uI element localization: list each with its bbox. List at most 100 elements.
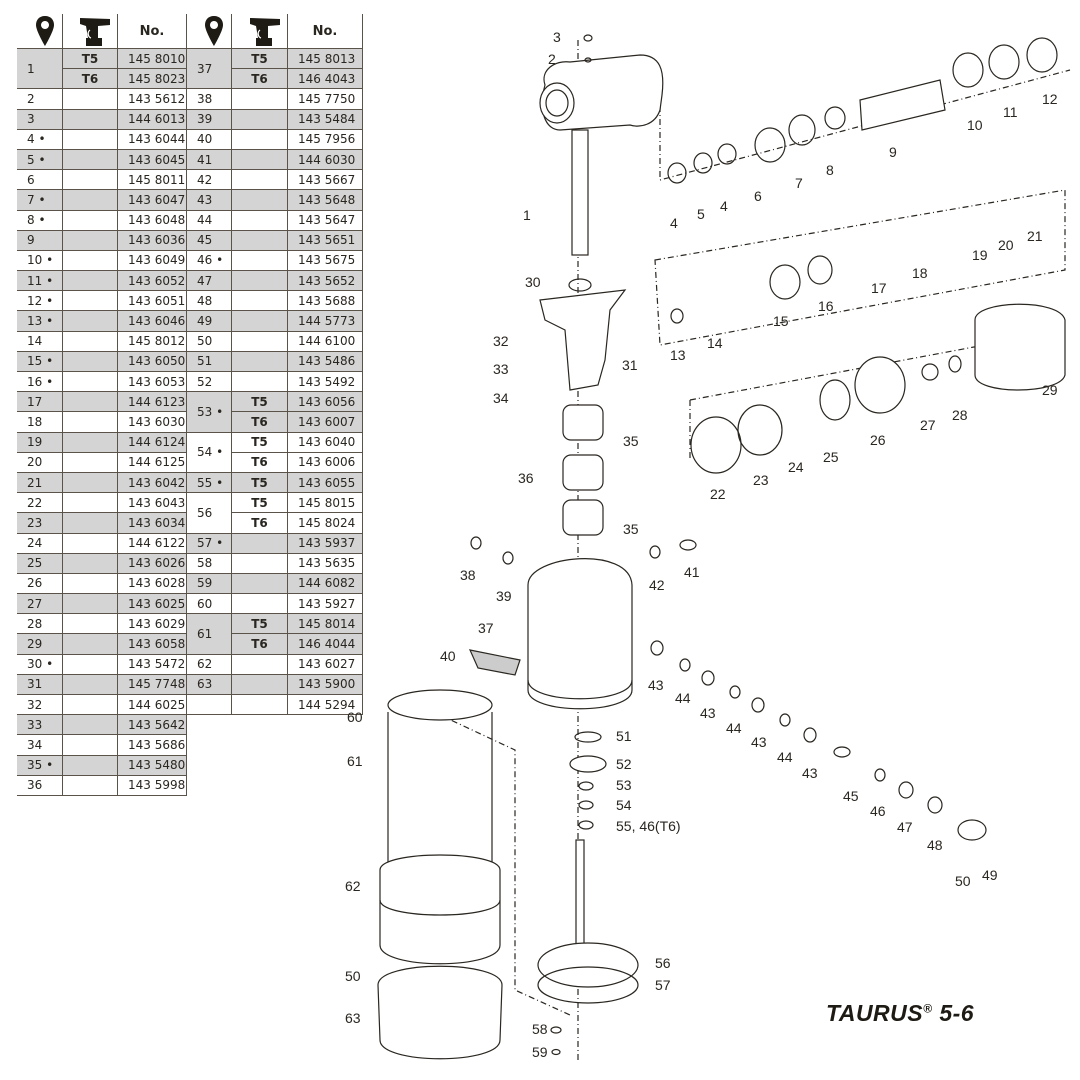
- tool-variant-cell: [62, 714, 118, 736]
- callout-label: 47: [897, 819, 913, 835]
- callout-label: 27: [920, 417, 936, 433]
- part-number-cell: 143 5927: [287, 593, 363, 615]
- position-cell: 10 •: [17, 249, 63, 272]
- tool-variant-cell: T5: [231, 613, 288, 635]
- tool-variant-cell: [62, 451, 118, 473]
- tool-variant-cell: [62, 653, 118, 675]
- position-cell: 6: [17, 169, 63, 191]
- part-number-cell: 143 5688: [287, 290, 363, 312]
- empty-cell: [288, 715, 363, 735]
- part-number-cell: 143 6029: [117, 613, 187, 635]
- tool-variant-cell: [231, 189, 288, 211]
- tool-variant-cell: T6: [231, 68, 288, 90]
- position-cell: 3: [17, 108, 63, 130]
- part-number-cell: 144 6030: [287, 148, 363, 171]
- tool-variant-cell: [62, 633, 118, 655]
- part-number-cell: 144 6100: [287, 330, 363, 352]
- tool-variant-cell: [231, 148, 288, 171]
- callout-label: 62: [345, 878, 361, 894]
- part-number-cell: 143 6007: [287, 411, 363, 433]
- tool-variant-cell: [62, 88, 118, 110]
- callout-label: 26: [870, 432, 886, 448]
- tool-variant-cell: T5: [231, 391, 288, 413]
- part-number-cell: 143 5686: [117, 734, 187, 756]
- tool-variant-cell: T5: [62, 47, 118, 70]
- callout-label: 5: [697, 206, 705, 222]
- callout-label: 36: [518, 470, 534, 486]
- position-cell: 23: [17, 512, 63, 534]
- position-cell: 41: [186, 148, 232, 171]
- part-number-cell: 144 6124: [117, 431, 187, 453]
- callout-label: 38: [460, 567, 476, 583]
- tool-variant-cell: [231, 693, 288, 716]
- callout-label: 35: [623, 521, 639, 537]
- position-cell: 53 •: [186, 391, 232, 433]
- part-number-cell: 143 5486: [287, 350, 363, 373]
- callout-label: 8: [826, 162, 834, 178]
- part-number-cell: 143 5900: [287, 673, 363, 696]
- position-cell: 27: [17, 593, 63, 615]
- tool-variant-cell: [62, 613, 118, 635]
- part-number-cell: 144 6125: [117, 451, 187, 473]
- position-cell: 14: [17, 330, 63, 352]
- position-cell: 11 •: [17, 270, 63, 292]
- position-cell: 31: [17, 673, 63, 696]
- callout-label: 44: [777, 749, 793, 765]
- registered-mark: ®: [923, 1001, 933, 1016]
- tool-variant-cell: [231, 88, 288, 110]
- part-number-cell: 145 8014: [287, 613, 363, 635]
- callout-label: 28: [952, 407, 968, 423]
- position-cell: 22: [17, 492, 63, 514]
- callout-label: 12: [1042, 91, 1058, 107]
- callout-label: 48: [927, 837, 943, 853]
- callout-label: 4: [670, 215, 678, 231]
- callout-label: 40: [440, 648, 456, 664]
- position-cell: 54 •: [186, 431, 232, 473]
- position-cell: 39: [186, 108, 232, 130]
- tool-variant-cell: [231, 330, 288, 352]
- number-header-2: No.: [287, 14, 363, 49]
- rivet-tool-icon: [242, 16, 287, 46]
- callout-label: 30: [525, 274, 541, 290]
- empty-cell: [187, 755, 232, 775]
- empty-cell: [288, 755, 363, 775]
- position-cell: 61: [186, 613, 232, 655]
- callout-label: 9: [889, 144, 897, 160]
- part-number-cell: 143 5647: [287, 209, 363, 231]
- position-cell: 17: [17, 391, 63, 413]
- tool-variant-cell: [62, 693, 118, 716]
- part-number-cell: 143 6049: [117, 249, 187, 272]
- tool-variant-cell: [231, 370, 288, 393]
- position-cell: 16 •: [17, 370, 63, 393]
- callout-label: 57: [655, 977, 671, 993]
- axis-line-cartridge: [439, 714, 571, 1016]
- position-cell: 24: [17, 532, 63, 554]
- tool-variant-cell: [231, 229, 288, 251]
- tool-variant-cell: [62, 290, 118, 312]
- part-number-cell: 144 5294: [287, 693, 363, 716]
- callout-label: 44: [726, 720, 742, 736]
- part-number-cell: 143 5648: [287, 189, 363, 211]
- tool-header: [62, 14, 118, 49]
- position-cell: 35 •: [17, 754, 63, 776]
- part-number-cell: 143 6051: [117, 290, 187, 312]
- tool-variant-cell: [62, 492, 118, 514]
- tool-variant-cell: [231, 169, 288, 191]
- callout-label: 29: [1042, 382, 1058, 398]
- callout-label: 22: [710, 486, 726, 502]
- callout-label: 53: [616, 777, 632, 793]
- tool-variant-cell: [62, 391, 118, 413]
- part-number-cell: 143 6036: [117, 229, 187, 251]
